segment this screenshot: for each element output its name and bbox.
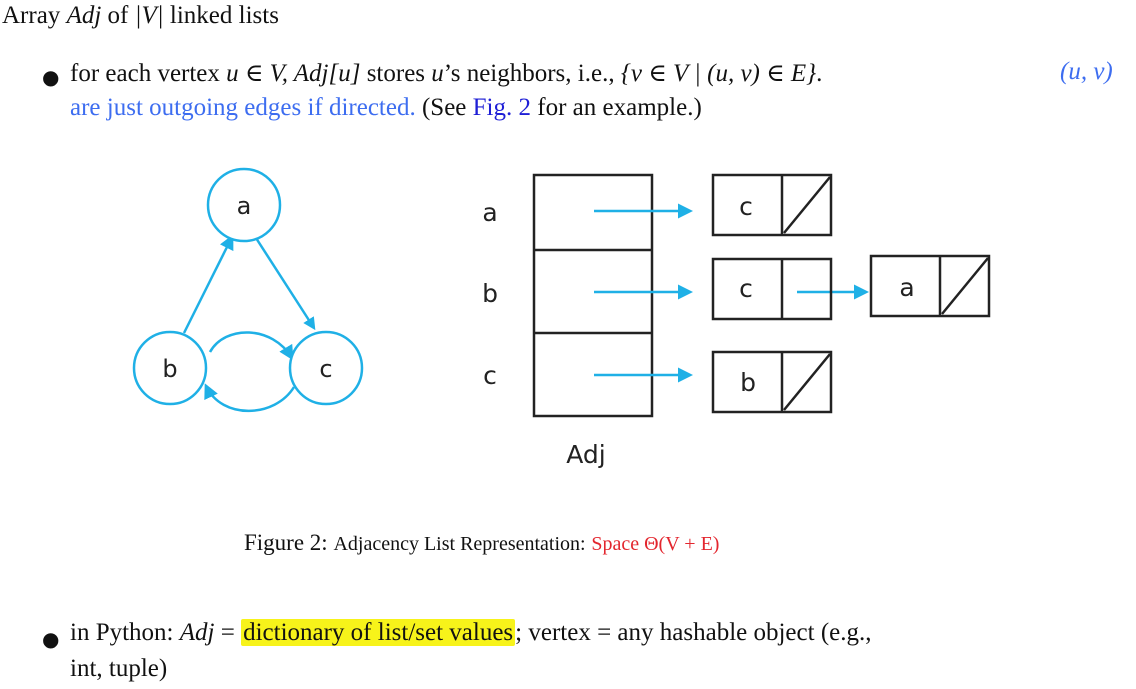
figure-caption: Figure 2: Adjacency List Representation:… xyxy=(244,530,719,556)
adj-array xyxy=(532,173,654,418)
bullet2-text-b: = xyxy=(214,619,242,646)
bullet1-blue-math: (u, v) xyxy=(1060,58,1113,85)
bullet1-line2: are just outgoing edges if directed. (Se… xyxy=(70,94,702,122)
caption-figure: Figure 2: xyxy=(244,530,328,555)
edge-b-c xyxy=(208,331,294,361)
bullet2-line1: in Python: Adj = dictionary of list/set … xyxy=(70,619,872,647)
heading-suffix: linked lists xyxy=(163,2,279,29)
bullet1-text-a: for each vertex xyxy=(70,60,227,87)
node-label-a: a xyxy=(237,192,252,220)
list-node-c-b: b xyxy=(711,350,833,414)
caption-space: Space Θ(V + E) xyxy=(591,533,720,555)
row-label-a: a xyxy=(482,198,497,227)
bullet1-math-a: u ∈ V, Adj[u] xyxy=(226,60,361,87)
svg-text:a: a xyxy=(899,273,914,302)
svg-text:b: b xyxy=(740,368,756,397)
node-label-b: b xyxy=(162,355,177,383)
highlighted-phrase: dictionary of list/set values xyxy=(241,619,516,646)
bullet2-math-a: Adj xyxy=(179,619,215,646)
bullet-dot: ● xyxy=(42,65,60,89)
bullet-dot-2: ● xyxy=(42,627,60,651)
list-node-b-a: a xyxy=(869,254,991,318)
row-label-b: b xyxy=(482,279,498,308)
bullet1-text-b: stores xyxy=(360,60,432,87)
bullet1-line1: for each vertex u ∈ V, Adj[u] stores u’s… xyxy=(70,58,822,88)
figure-link[interactable]: Fig. 2 xyxy=(472,94,532,121)
heading-adj: Adj xyxy=(66,2,102,29)
list-node-b-c: c xyxy=(711,257,833,321)
caption-title: Adjacency List Representation: xyxy=(333,533,586,555)
bullet1-text-c: ’s neighbors, i.e., xyxy=(443,60,621,87)
heading-prefix: Array xyxy=(2,2,67,29)
svg-text:c: c xyxy=(739,192,753,221)
row-label-c: c xyxy=(483,361,497,390)
bullet1-math-b: u xyxy=(431,60,444,87)
graph-node-a: a xyxy=(206,167,282,243)
graph-node-b: b xyxy=(132,330,208,406)
bullet1-math-c: {v ∈ V | (u, v) ∈ E} xyxy=(620,60,817,87)
bullet1-blue-text: are just outgoing edges if directed. xyxy=(70,94,416,121)
list-node-a-c: c xyxy=(711,173,833,237)
svg-text:c: c xyxy=(739,274,753,303)
bullet1-see-a: (See xyxy=(415,94,473,121)
graph-edges xyxy=(182,234,316,413)
edge-c-b xyxy=(204,383,296,413)
edge-a-c xyxy=(254,237,316,331)
edge-b-a xyxy=(182,234,234,334)
bullet2-text-a: in Python: xyxy=(70,619,180,646)
array-pointers xyxy=(594,203,869,383)
bullet1-text-d: . xyxy=(816,60,823,87)
bullet1-see-b: for an example.) xyxy=(531,94,702,121)
graph-node-c: c xyxy=(288,330,364,406)
adj-array-label: Adj xyxy=(566,440,605,469)
heading-line: Array Adj of |V| linked lists xyxy=(2,2,279,30)
heading-of: of xyxy=(101,2,135,29)
bullet2-text-c: ; vertex = any hashable object (e.g., xyxy=(515,619,872,646)
heading-abs-v: |V| xyxy=(134,2,164,29)
node-label-c: c xyxy=(319,355,332,383)
bullet2-line2: int, tuple) xyxy=(70,655,168,682)
